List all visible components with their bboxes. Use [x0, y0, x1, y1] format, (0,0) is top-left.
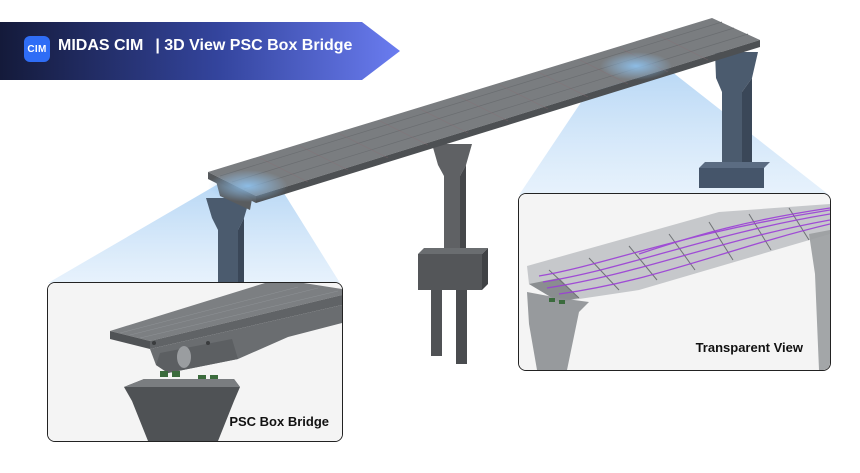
page-title: | 3D View PSC Box Bridge [155, 37, 353, 54]
left-pier[interactable] [206, 198, 250, 286]
psc-box-bridge-inset[interactable]: PSC Box Bridge [47, 282, 343, 442]
logo-text: CIM [27, 43, 47, 55]
transparent-view-inset[interactable]: Transparent View [518, 193, 831, 371]
psc-detail-render [48, 283, 342, 441]
transparent-view-label: Transparent View [695, 340, 803, 355]
left-callout-cone [48, 180, 340, 283]
header-title-group: MIDAS CIM | 3D View PSC Box Bridge [58, 37, 352, 55]
header-banner [0, 22, 400, 80]
banner-arrow-shape [0, 22, 400, 80]
psc-box-bridge-label: PSC Box Bridge [229, 414, 329, 429]
middle-pier[interactable] [418, 144, 488, 364]
transparent-view-render [519, 194, 830, 370]
app-name: MIDAS CIM [58, 37, 144, 54]
right-pier[interactable] [699, 52, 770, 188]
bridge-deck[interactable] [208, 18, 760, 210]
cim-logo-icon: CIM [24, 36, 50, 62]
